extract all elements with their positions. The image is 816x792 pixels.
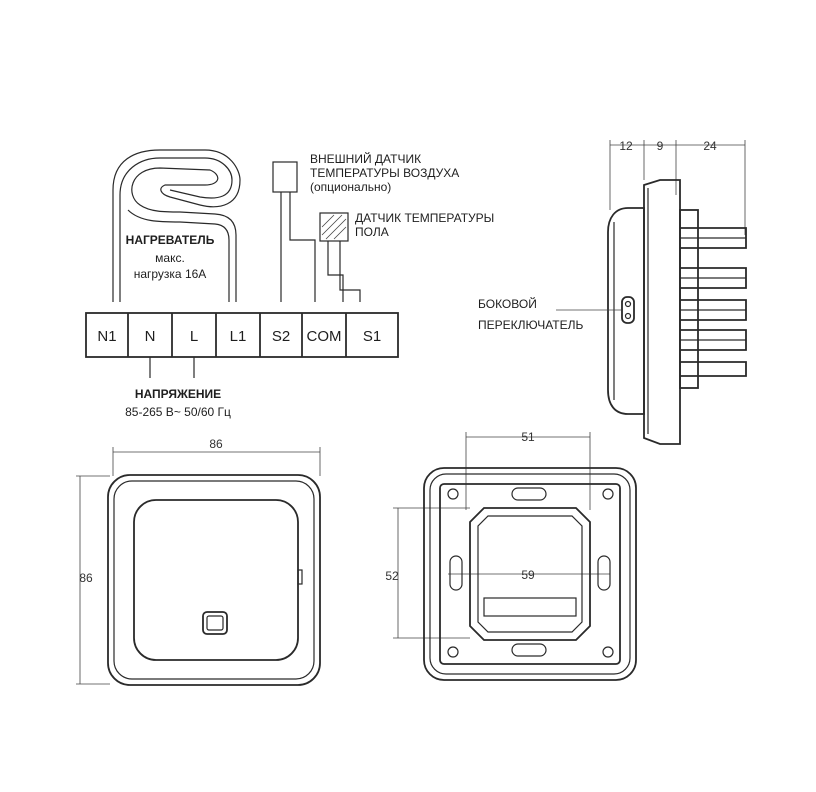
terminal-l: L (190, 328, 198, 345)
heater-element-coil (112, 149, 241, 302)
heater-title: НАГРЕВАТЕЛЬ (126, 233, 215, 247)
terminal-n1: N1 (97, 328, 116, 345)
terminal-block (85, 312, 399, 358)
floor-sensor-box (319, 212, 349, 242)
terminal-l1: L1 (230, 328, 247, 345)
side-dim-a: 12 (619, 139, 633, 153)
voltage-value: 85-265 В~ 50/60 Гц (125, 405, 231, 419)
front-dim-height: 86 (79, 571, 93, 585)
heater-max-label: макс. (155, 251, 185, 265)
terminal-s1: S1 (363, 328, 381, 345)
air-sensor-wire-b (289, 192, 316, 302)
side-dim-c: 24 (703, 139, 717, 153)
back-dim-width: 51 (521, 430, 535, 444)
air-sensor-box (272, 161, 298, 193)
air-sensor-line1: ВНЕШНИЙ ДАТЧИК (310, 151, 421, 166)
side-switch-line1: БОКОВОЙ (478, 296, 537, 311)
air-sensor-line3: (опционально) (310, 180, 391, 194)
back-view (393, 432, 637, 681)
side-switch-line2: ПЕРЕКЛЮЧАТЕЛЬ (478, 318, 584, 332)
floor-sensor-line2: ПОЛА (355, 225, 389, 239)
side-view (556, 140, 747, 445)
back-dim-inner: 59 (521, 568, 535, 582)
voltage-title: НАПРЯЖЕНИЕ (135, 387, 221, 401)
side-dim-b: 9 (657, 139, 664, 153)
air-sensor-line2: ТЕМПЕРАТУРЫ ВОЗДУХА (310, 166, 459, 180)
terminal-com: COM (307, 328, 342, 345)
terminal-n: N (145, 328, 156, 345)
front-dim-width: 86 (209, 437, 223, 451)
floor-sensor-wire-b (339, 241, 361, 302)
back-dim-height: 52 (385, 569, 399, 583)
floor-sensor-wire-a (327, 241, 344, 302)
floor-sensor-line1: ДАТЧИК ТЕМПЕРАТУРЫ (355, 211, 494, 225)
heater-load-label: нагрузка 16А (134, 267, 207, 281)
terminal-s2: S2 (272, 328, 290, 345)
front-view (76, 447, 321, 686)
